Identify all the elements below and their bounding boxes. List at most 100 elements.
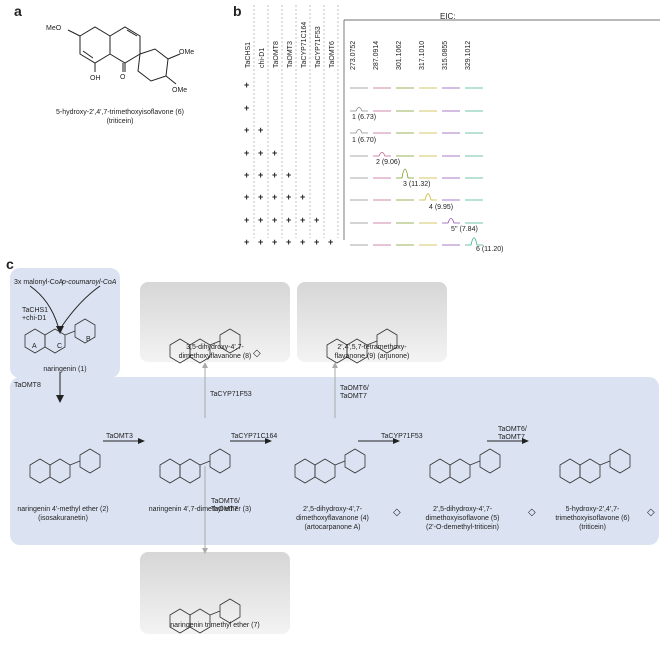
enzyme-omt3: TaOMT3 (106, 433, 133, 440)
compound-4-name-2: dimethoxyflavanone (4) (296, 515, 369, 522)
plus-mark: + (286, 170, 292, 180)
peak-label: 3 (11.32) (403, 181, 431, 188)
plus-mark: + (328, 237, 334, 247)
plus-mark: + (286, 192, 292, 202)
compound-9-name-1: 2',4',5,7-tetramethoxy- (337, 344, 407, 351)
enzyme-omt6-a: TaOMT6/ (498, 426, 527, 433)
eic-trace (419, 193, 437, 201)
plus-mark: + (244, 192, 250, 202)
diamond-5: ◇ (528, 507, 536, 518)
enzyme-omt7-up: TaOMT7 (340, 393, 367, 400)
peak-label: 2 (9.06) (376, 159, 401, 166)
panel-a-letter: a (14, 3, 22, 19)
enzyme-omt6-up: TaOMT6/ (340, 385, 369, 392)
triticein-structure-svg (67, 26, 181, 85)
enzyme-chs1: TaCHS1 (22, 307, 49, 314)
enzyme-omt6-down: TaOMT6/ (211, 498, 240, 505)
plus-mark: + (314, 237, 320, 247)
plus-mark: + (300, 192, 306, 202)
plus-mark: + (286, 237, 292, 247)
naringenin-start-box (10, 268, 120, 378)
plus-mark: + (272, 237, 278, 247)
diamond-4: ◇ (393, 507, 401, 518)
eic-title: EIC: (440, 12, 456, 21)
plus-mark: + (286, 215, 292, 225)
plus-mark: + (244, 148, 250, 158)
plus-mark: + (258, 148, 264, 158)
plus-mark: + (244, 103, 250, 113)
plus-mark: + (244, 237, 250, 247)
compound-8-sketch (169, 328, 241, 364)
compound-6-alt: (triticein) (579, 524, 606, 531)
plus-mark: + (258, 170, 264, 180)
triticein-name: 5-hydroxy-2',4',7-trimethoxyisoflavone (… (56, 109, 184, 116)
compound-5-name-1: 2',5-dihydroxy-4',7- (432, 506, 493, 513)
ome-label-1: OMe (179, 49, 195, 56)
precursor-malonyl: 3x malonyl-CoA (14, 279, 64, 286)
ring-label-a: A (32, 343, 37, 350)
compound-5-name-2: dimethoxyisoflavone (5) (425, 515, 500, 522)
compound-8-name-1: 3,5-dihydroxy-4',7- (186, 344, 244, 351)
plus-mark: + (258, 215, 264, 225)
plus-mark: + (272, 148, 278, 158)
eic-trace (350, 129, 368, 134)
enzyme-omt8: TaOMT8 (14, 382, 41, 389)
plus-mark: + (244, 170, 250, 180)
compound-6-sketch (559, 448, 631, 484)
peak-label: 6 (11.20) (476, 246, 504, 253)
eic-trace (373, 152, 391, 157)
diamond-6: ◇ (647, 507, 655, 518)
compound-7-sketch (169, 598, 241, 634)
compound-5-sketch (429, 448, 501, 484)
compound-7-box (140, 552, 290, 634)
compound-7-name: naringenin trimethyl ether (7) (170, 622, 260, 629)
plus-mark: + (244, 80, 250, 90)
plus-mark: + (272, 192, 278, 202)
plus-mark: + (272, 215, 278, 225)
gene-table: TaCHS1 chi-D1 TaOMT8 TaOMT3 TaCYP71C164 … (240, 0, 340, 240)
compound-8-name-2: dimethoxyflavanone (8) (178, 353, 252, 360)
plus-mark: + (244, 215, 250, 225)
compound-6-name-1: 5-hydroxy-2',4',7- (565, 506, 620, 513)
eic-trace (465, 237, 483, 246)
compound-3-name: naringenin 4',7-dimethyl ether (3) (148, 506, 252, 513)
triticein-structure: MeO OH O OMe OMe (40, 14, 200, 104)
o-label: O (120, 74, 126, 81)
ring-label-b: B (86, 336, 91, 343)
enzyme-c164: TaCYP71C164 (231, 433, 278, 440)
gene-table-lines (253, 5, 339, 238)
peak-label: 1 (6.73) (352, 114, 377, 121)
naringenin-sketch (24, 318, 96, 354)
compound-3-sketch (159, 448, 231, 484)
panel-b-letter: b (233, 3, 242, 19)
compound-2-sketch (29, 448, 101, 484)
oh-label: OH (90, 75, 101, 82)
compound-8-box (140, 282, 290, 362)
eic-trace (396, 168, 414, 179)
compound-6-name-2: trimethoxyisoflavone (6) (555, 515, 630, 522)
ring-label-c: C (57, 343, 63, 350)
enzyme-f53-up: TaCYP71F53 (210, 391, 252, 398)
eic-separator (343, 19, 660, 240)
enzyme-f53: TaCYP71F53 (381, 433, 423, 440)
plus-mark: + (300, 237, 306, 247)
compound-2-alt: (isosakuranetin) (38, 515, 88, 522)
plus-grid: +++++++++++++++++++++++++++++ (240, 0, 340, 247)
peak-label: 5'' (7.84) (451, 226, 478, 233)
compound-2-name: naringenin 4'-methyl ether (2) (17, 506, 109, 513)
plus-mark: + (314, 215, 320, 225)
triticein-alt: (triticein) (106, 118, 134, 125)
plus-mark: + (272, 170, 278, 180)
compound-5-alt: (2'-O-demethyl-triticein) (426, 524, 499, 531)
plus-mark: + (258, 125, 264, 135)
naringenin-label: naringenin (1) (43, 366, 87, 373)
precursor-coumaroyl: p-coumaroyl-CoA (62, 279, 117, 286)
enzyme-omt7-down: TaOMT7 (211, 506, 238, 513)
panel-c-letter: c (6, 256, 14, 272)
compound-9-box (297, 282, 447, 362)
plus-mark: + (258, 192, 264, 202)
compound-4-alt: (artocarpanone A) (304, 524, 361, 531)
eic-trace (442, 218, 460, 224)
enzyme-omt7-a: TaOMT7 (498, 434, 525, 441)
